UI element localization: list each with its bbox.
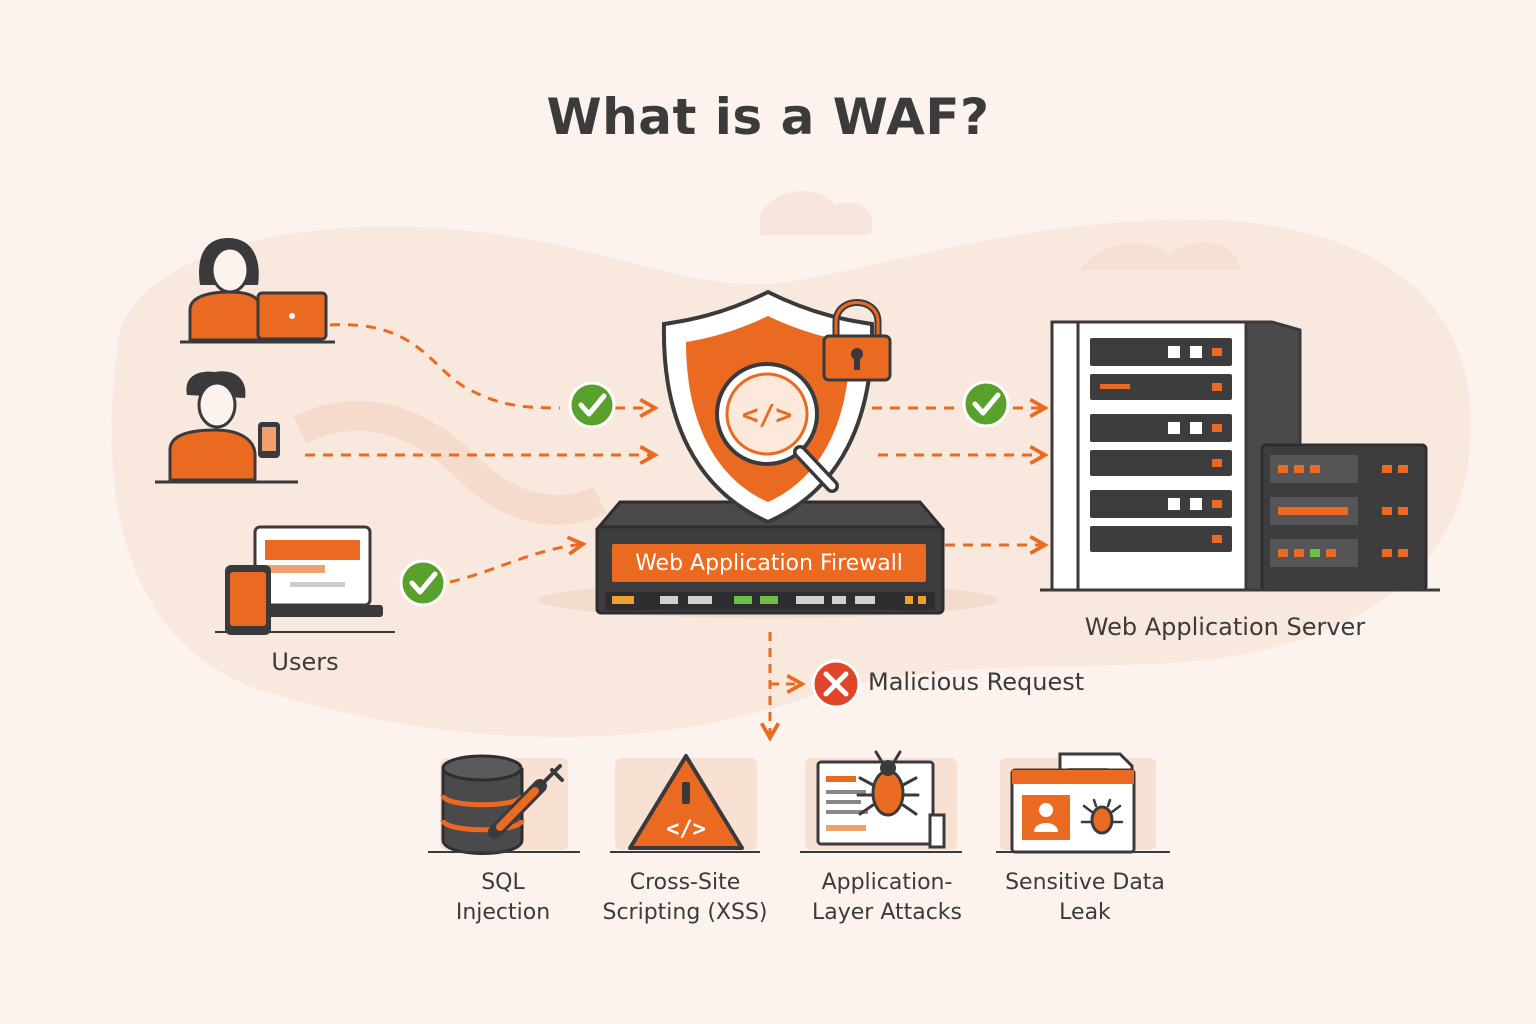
threat-line2: Injection xyxy=(455,900,551,925)
threat-line1: Application- xyxy=(821,870,953,895)
threat-line2: Leak xyxy=(1059,900,1111,925)
traffic-arrows-in xyxy=(305,323,659,584)
threat-application-layer: Application- Layer Attacks xyxy=(787,868,987,928)
threat-line1: Sensitive Data xyxy=(1005,870,1165,895)
svg-text:</>: </> xyxy=(666,817,706,842)
server-rack-icon xyxy=(1040,320,1440,592)
firewall-label: Web Application Firewall xyxy=(612,544,926,582)
lock-icon xyxy=(822,299,892,382)
traffic-arrows-out xyxy=(872,397,1049,556)
database-syringe-icon xyxy=(428,754,580,855)
allowed-check-icon xyxy=(568,381,616,429)
bug-window-icon xyxy=(800,750,962,853)
threat-line2: Layer Attacks xyxy=(811,900,963,925)
allowed-check-icon xyxy=(399,559,447,607)
user-man-phone-icon xyxy=(155,371,298,484)
threat-xss: Cross-Site Scripting (XSS) xyxy=(585,868,785,928)
shield-icon xyxy=(661,289,875,525)
threat-sql-injection: SQL Injection xyxy=(403,868,603,928)
server-label: Web Application Server xyxy=(1084,613,1366,641)
blocked-x-icon xyxy=(811,659,861,709)
threat-line2: Scripting (XSS) xyxy=(602,900,768,925)
malicious-request-label: Malicious Request xyxy=(868,668,1085,696)
code-symbol: </> xyxy=(742,398,793,431)
users-label: Users xyxy=(271,648,339,676)
allowed-check-icon xyxy=(962,380,1010,428)
arrow-user1 xyxy=(329,323,561,410)
data-leak-icon xyxy=(996,752,1170,854)
threat-line1: Cross-Site xyxy=(629,870,741,895)
threat-line1: SQL xyxy=(481,870,525,895)
malicious-arrows xyxy=(759,632,806,742)
devices-laptop-phone-icon xyxy=(215,525,395,635)
threat-data-leak: Sensitive Data Leak xyxy=(985,868,1185,928)
page-title: What is a WAF? xyxy=(546,88,990,146)
warning-code-icon: </> xyxy=(610,754,760,853)
user-woman-laptop-icon xyxy=(180,238,335,344)
